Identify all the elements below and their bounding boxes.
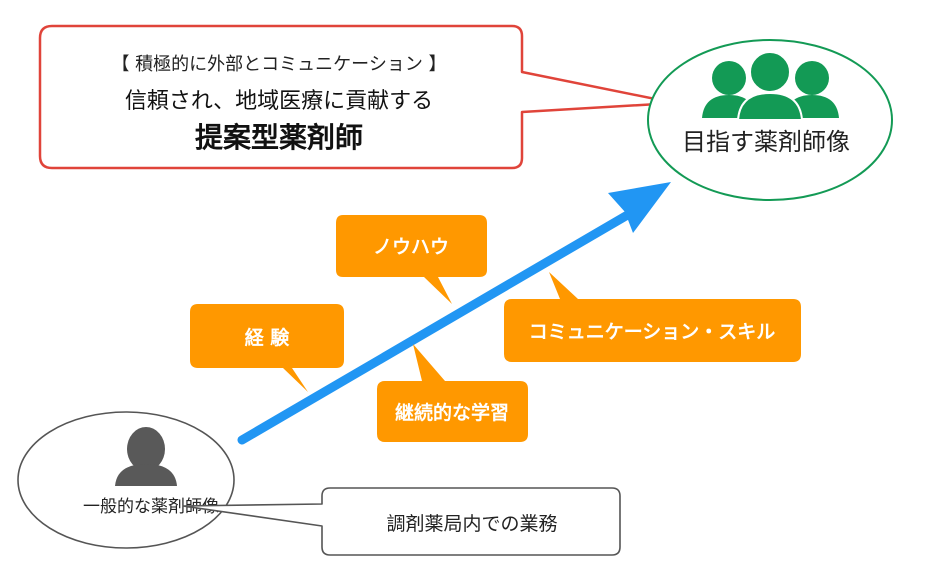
start-node-label: 一般的な薬剤師像 — [83, 497, 219, 517]
person-icon — [115, 427, 177, 486]
factor-bubble-label: 継続的な学習 — [395, 401, 509, 424]
factor-bubble-label: 経 験 — [245, 326, 291, 349]
group-icon — [702, 51, 839, 121]
goal-line2: 提案型薬剤師 — [195, 121, 363, 154]
factor-bubble-label: コミュニケーション・スキル — [529, 321, 776, 343]
start-callout-label: 調剤薬局内での業務 — [386, 513, 557, 535]
goal-line1: 信頼され、地域医療に貢献する — [125, 89, 433, 114]
growth-arrow — [237, 182, 671, 445]
factor-bubble-continuous-learning: 継続的な学習 — [377, 344, 528, 442]
goal-callout-shape — [38, 24, 677, 170]
target-node-label: 目指す薬剤師像 — [682, 128, 850, 156]
goal-subtitle: 【 積極的に外部とコミュニケーション 】 — [111, 54, 446, 75]
factor-bubble-communication-skill: コミュニケーション・スキル — [504, 272, 801, 362]
growth-arrowhead — [608, 182, 671, 233]
factor-bubble-label: ノウハウ — [373, 236, 449, 258]
factor-bubble-knowhow: ノウハウ — [336, 215, 487, 304]
factor-bubble-experience: 経 験 — [190, 304, 344, 392]
start-callout-shape — [182, 487, 621, 556]
